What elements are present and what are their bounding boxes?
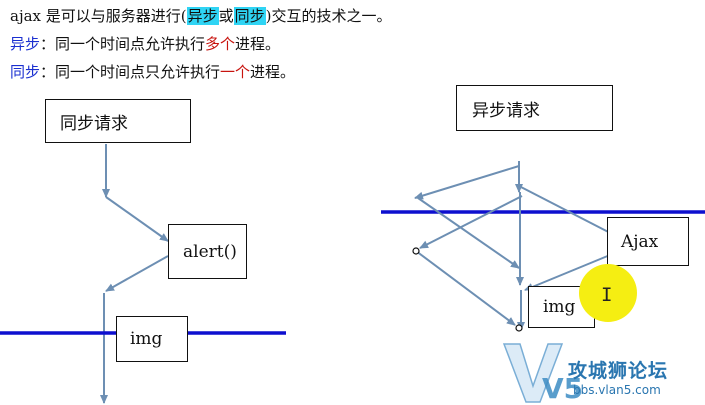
ajax-label: Ajax [621,231,659,252]
async-node-bottom [515,324,523,332]
async-emphasis: 多个 [205,35,236,53]
highlight-sync: 同步 [233,7,266,25]
cursor-highlight [579,264,637,322]
sync-emphasis: 一个 [220,63,251,81]
watermark-brand: 攻城狮论坛 [568,360,669,382]
sync-request-label: 同步请求 [60,113,128,134]
ajax-box: Ajax [607,217,689,266]
async-ajax-return [524,254,611,291]
sync-img-label: img [130,329,163,349]
intro-suffix: )交互的技术之一。 [265,7,392,25]
async-text-b: 进程。 [235,35,281,53]
sync-definition: 同步：同一个时间点只允许执行一个进程。 [10,62,295,82]
async-right-cross-left [419,195,523,249]
logo-text: V5 [542,372,583,405]
watermark-url: bbs.vlan5.com [573,383,661,397]
async-img-label: img [543,297,576,317]
alert-label: alert() [183,241,237,262]
text-cursor-icon: I [601,284,613,306]
sync-text-a: ：同一个时间点只允许执行 [40,63,221,81]
async-request-label: 异步请求 [472,100,540,121]
async-diag-to-bottom [415,250,516,326]
sync-img-box: img [116,316,188,362]
highlight-async: 异步 [186,7,219,25]
sync-label: 同步 [10,63,41,81]
v5-logo-icon: V5 [502,343,583,405]
async-request-box: 异步请求 [456,85,613,131]
async-label: 异步 [10,35,41,53]
sync-arrow-to-alert [105,196,169,242]
async-definition: 异步：同一个时间点允许执行多个进程。 [10,34,280,54]
intro-prefix: ajax 是可以与服务器进行( [10,7,187,25]
intro-or: 或 [218,7,234,25]
sync-arrow-from-alert [105,255,169,292]
async-branch-left [414,165,520,200]
sync-flow [100,144,169,404]
sync-request-box: 同步请求 [45,99,191,143]
async-text-a: ：同一个时间点允许执行 [40,35,206,53]
sync-text-b: 进程。 [250,63,296,81]
intro-line: ajax 是可以与服务器进行(异步或同步)交互的技术之一。 [10,6,392,26]
async-branch-right [518,185,621,239]
alert-box: alert() [168,224,247,279]
async-flow [414,161,621,331]
async-left-cross-down [417,197,520,269]
async-node-left [412,247,420,255]
